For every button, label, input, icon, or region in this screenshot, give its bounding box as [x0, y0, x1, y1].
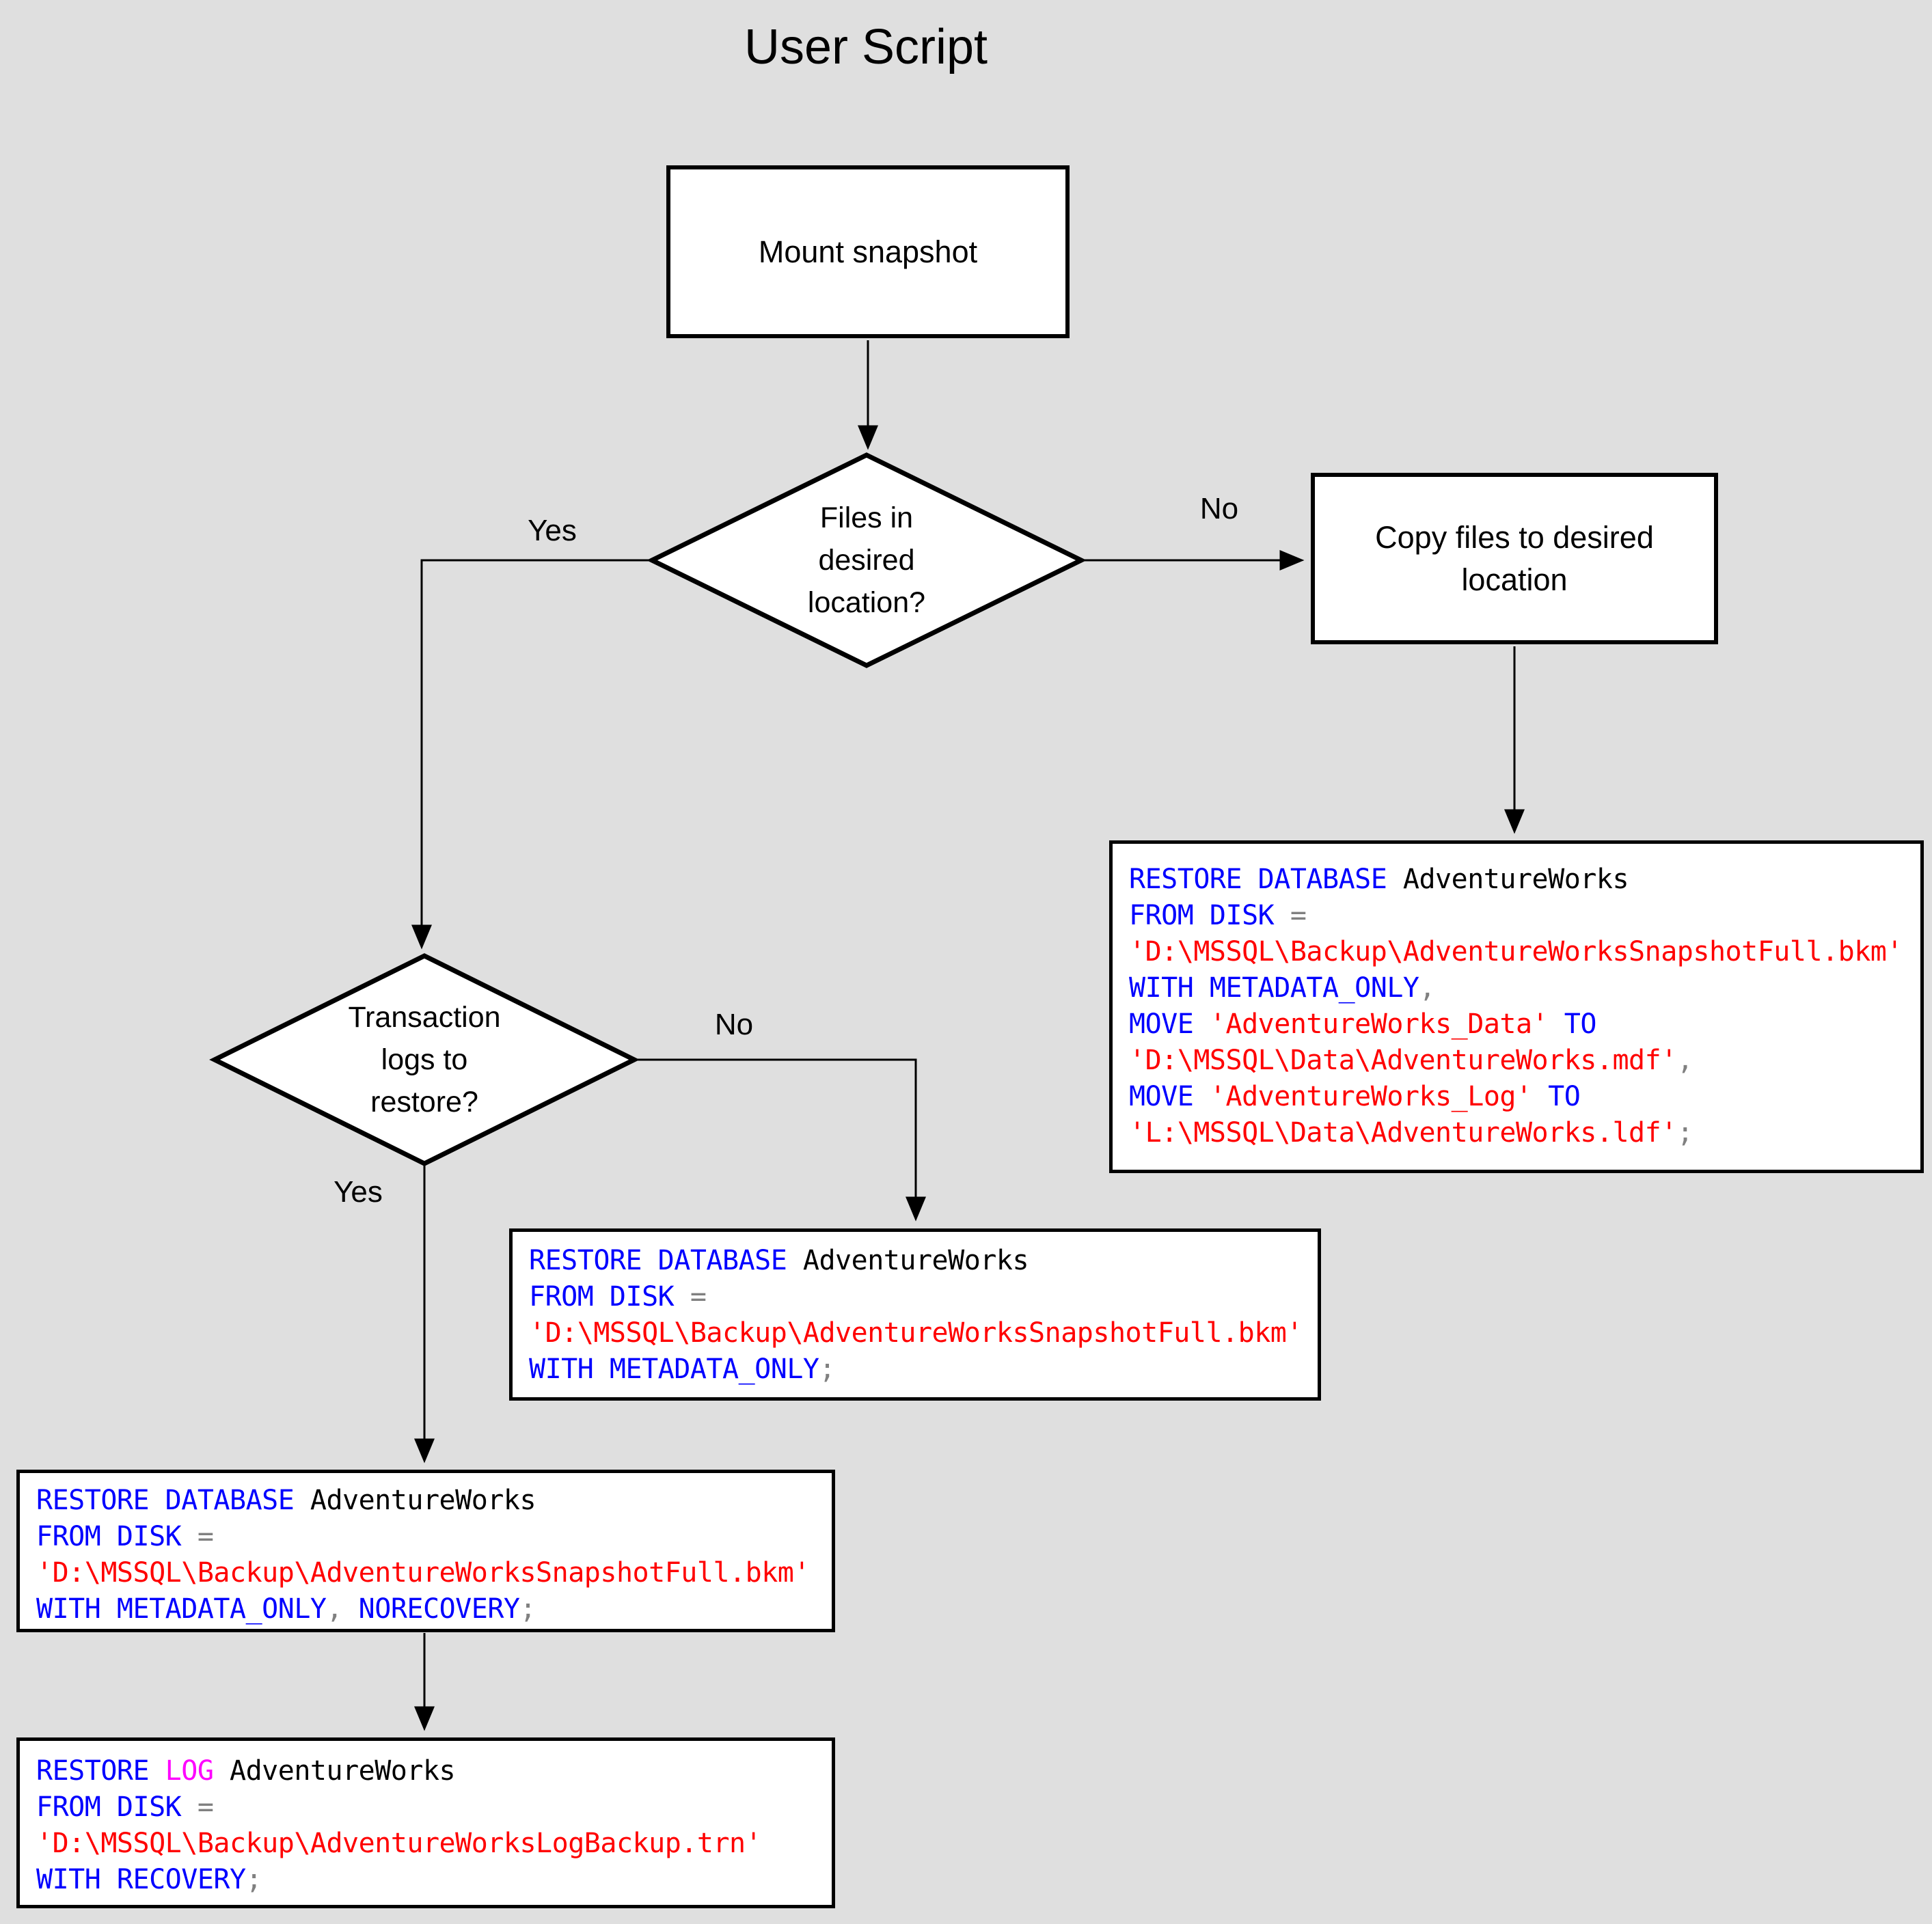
files-decision-diamond: [647, 452, 1087, 668]
node-files-decision-label: Files in desired location?: [807, 501, 926, 619]
edge-files-yes-to-logs-decision: [411, 559, 652, 950]
edge-label-files-yes: Yes: [528, 514, 577, 547]
edge-logs-no-to-sql-metadata: [637, 1058, 926, 1222]
node-mount-snapshot: Mount snapshot: [666, 165, 1070, 338]
node-copy-files-label: Copy files to desired location: [1375, 519, 1654, 597]
node-mount-snapshot-label: Mount snapshot: [758, 234, 978, 269]
edge-label-logs-yes: Yes: [334, 1175, 383, 1209]
page-title: User Script: [744, 20, 988, 74]
edge-label-logs-no: No: [714, 1008, 754, 1041]
logs-decision-diamond: [209, 953, 640, 1166]
edge-label-files-no: No: [1199, 492, 1239, 525]
node-logs-decision-label: Transaction logs to restore?: [348, 1001, 501, 1118]
node-copy-files: Copy files to desired location: [1311, 473, 1718, 644]
